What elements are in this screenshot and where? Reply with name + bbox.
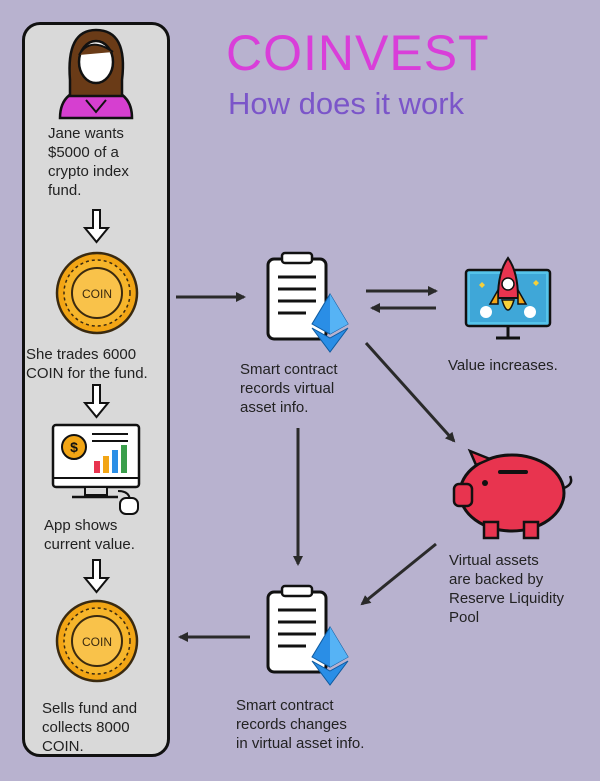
contract-top-text: Smart contract records virtual asset inf… <box>240 361 338 416</box>
dollar-sign: $ <box>70 439 78 455</box>
coin-label: COIN <box>82 635 112 649</box>
arrow-pool-to-contract <box>360 542 437 606</box>
dashboard-chart-icon: $ <box>51 423 141 515</box>
down-arrow-icon <box>82 209 111 244</box>
piggy-bank-icon <box>452 448 573 540</box>
contract-bottom-text: Smart contract records changes in virtua… <box>236 697 365 752</box>
flow-arrows <box>176 286 456 642</box>
step-jane-text: Jane wants $5000 of a crypto index fund. <box>48 125 129 199</box>
rocket-monitor-icon <box>464 256 552 340</box>
down-arrow-icon <box>82 384 111 419</box>
reserve-pool-text: Virtual assets are backed by Reserve Liq… <box>449 552 565 626</box>
page-title: COINVEST <box>226 25 490 81</box>
value-increases-text: Value increases. <box>448 357 558 374</box>
step-app-text: App shows current value. <box>44 517 135 553</box>
step-trade-text: She trades 6000 COIN for the fund. <box>26 346 148 382</box>
step-sell-text: Sells fund and collects 8000 COIN. <box>42 700 138 755</box>
coin-label: COIN <box>82 287 112 301</box>
arrow-contract-to-pool <box>364 341 456 443</box>
page-subtitle: How does it work <box>228 86 465 121</box>
down-arrow-icon <box>82 559 111 594</box>
woman-avatar-icon <box>58 28 134 120</box>
coin-icon: COIN <box>55 599 139 683</box>
coin-icon: COIN <box>55 251 139 335</box>
